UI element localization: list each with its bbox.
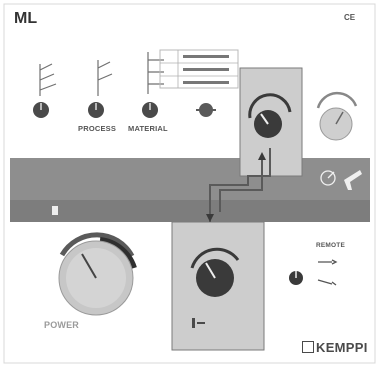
remote-knob — [289, 271, 303, 285]
ce-mark: CE — [344, 13, 356, 22]
gun-icon — [344, 170, 362, 190]
remote-label: REMOTE — [316, 242, 346, 249]
grey-band-lower — [10, 200, 370, 222]
hold-icon — [320, 170, 336, 186]
selector-symbols — [39, 52, 164, 96]
connector-lines — [209, 148, 271, 222]
remote-icons — [317, 259, 338, 286]
brand-logo: KEMPPI — [302, 340, 368, 355]
panel-title: ML — [14, 10, 38, 27]
brand-name: KEMPPI — [316, 340, 368, 355]
right-light-knob — [316, 91, 358, 141]
arrow-up-icon — [258, 152, 266, 160]
mode-icon — [192, 318, 205, 328]
indicator-mark — [52, 206, 58, 215]
synergic-grid-marks — [183, 55, 229, 84]
selector-label-material: MATERIAL — [128, 124, 168, 133]
brand-mark-icon — [302, 341, 314, 353]
power-label: POWER — [44, 320, 80, 330]
top-knobs — [33, 102, 216, 118]
bottom-panel-knob — [190, 247, 240, 297]
arrow-down-icon — [206, 214, 214, 222]
synergic-grid — [159, 49, 239, 89]
selector-label-process: PROCESS — [78, 124, 117, 133]
power-knob — [58, 232, 137, 316]
synergic-grid-lines — [160, 50, 238, 88]
top-panel-knob — [248, 93, 292, 138]
